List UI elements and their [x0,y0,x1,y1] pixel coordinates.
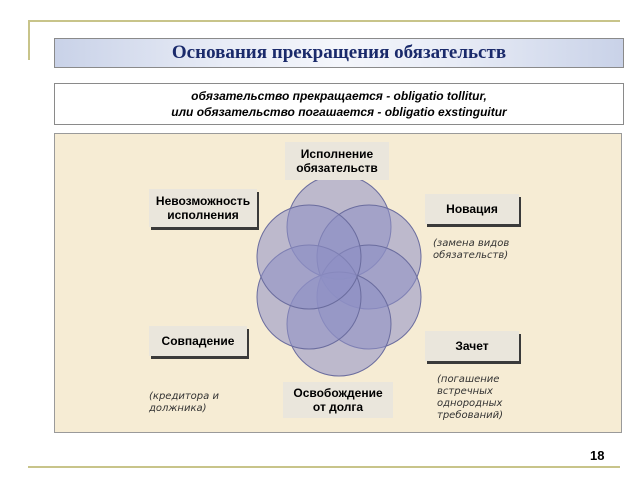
node-merger: Совпадение [149,326,247,356]
note-novation-line2: обязательств) [433,250,509,261]
subtitle-box: обязательство прекращается - obligatio t… [54,83,624,125]
node-release: Освобождение от долга [283,382,393,418]
slide-title-box: Основания прекращения обязательств [54,38,624,68]
node-release-line1: Освобождение [293,386,383,400]
node-performance: Исполнение обязательств [285,142,389,180]
note-merger-line1: (кредитора и [149,391,219,402]
node-setoff-label: Зачет [455,339,489,353]
note-setoff-line4: требований) [437,410,504,421]
flower-circles [256,174,422,377]
note-novation: (замена видов обязательств) [433,238,509,262]
slide-title: Основания прекращения обязательств [171,42,507,63]
node-setoff: Зачет [425,331,519,361]
diagram-panel: Исполнение обязательств Невозможность ис… [54,133,622,433]
note-merger: (кредитора и должника) [149,391,219,415]
subtitle-line-1: обязательство прекращается - obligatio t… [191,89,487,103]
node-impossibility-line2: исполнения [167,208,239,222]
note-merger-line2: должника) [149,403,207,414]
subtitle-line-2: или обязательство погашается - obligatio… [171,105,507,119]
note-novation-line1: (замена видов [433,238,510,249]
note-setoff-line2: встречных [437,386,493,397]
note-setoff-line1: (погашение [437,374,500,385]
note-setoff: (погашение встречных однородных требован… [437,374,503,422]
note-setoff-line3: однородных [437,398,503,409]
page-number: 18 [590,448,605,463]
node-merger-label: Совпадение [161,334,235,348]
frame-top-line [28,20,620,22]
node-novation-label: Новация [446,202,498,216]
circle-upper-left [256,204,362,310]
node-impossibility-line1: Невозможность [155,194,251,208]
node-novation: Новация [425,194,519,224]
node-performance-line2: обязательств [296,161,378,175]
node-release-line2: от долга [312,400,364,414]
node-performance-line1: Исполнение [300,147,374,161]
node-impossibility: Невозможность исполнения [149,189,257,227]
frame-left-line [28,20,30,60]
frame-bottom-line [28,466,620,468]
